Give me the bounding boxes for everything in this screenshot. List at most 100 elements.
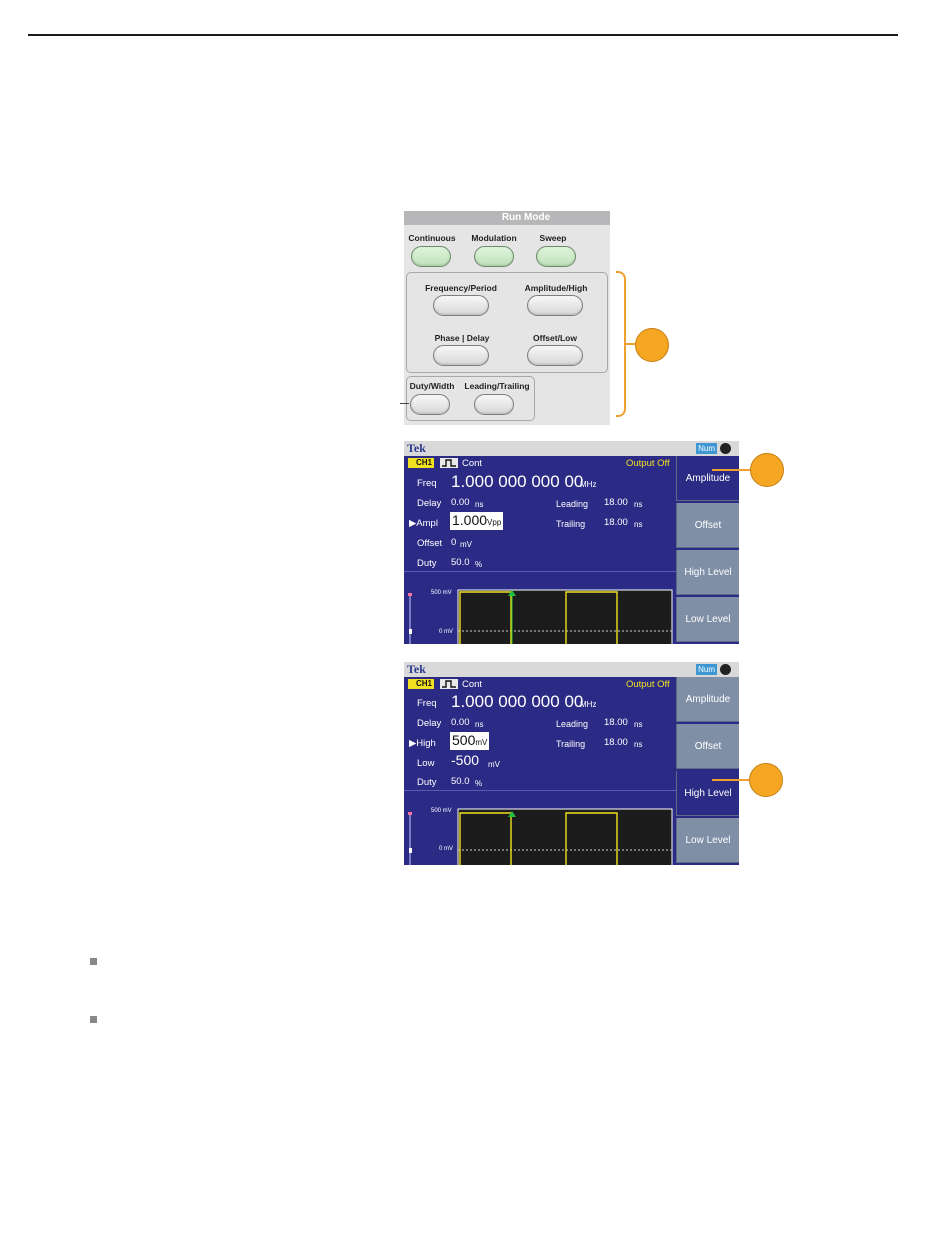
pulse-waveform-icon bbox=[440, 458, 458, 468]
duty-value: 50.0 bbox=[451, 557, 470, 568]
leading-trailing-label: Leading/Trailing bbox=[464, 381, 530, 391]
knob-icon bbox=[720, 443, 731, 454]
y-top-label: 500 mV bbox=[431, 808, 452, 814]
amplitude-high-label: Amplitude/High bbox=[524, 283, 588, 293]
output-status: Output Off bbox=[626, 458, 670, 469]
duty-unit: % bbox=[475, 560, 483, 569]
ampl-label: ▶Ampl bbox=[409, 518, 438, 529]
softkey-low-level[interactable]: Low Level bbox=[676, 818, 739, 863]
modulation-label: Modulation bbox=[471, 233, 517, 243]
freq-value: 1.000 000 000 00 bbox=[451, 472, 584, 491]
knob-icon bbox=[720, 664, 731, 675]
duty-width-label: Duty/Width bbox=[409, 381, 455, 391]
sweep-button[interactable] bbox=[536, 246, 576, 267]
output-status: Output Off bbox=[626, 679, 670, 690]
freq-unit: MHz bbox=[580, 700, 597, 709]
parameter-button-group bbox=[406, 272, 608, 373]
status-bar: Tek Num bbox=[404, 441, 739, 456]
panel-stub-line bbox=[400, 403, 409, 404]
high-input[interactable]: 500mV bbox=[450, 732, 490, 750]
softkey-high-level[interactable]: High Level bbox=[676, 771, 739, 816]
trailing-value: 18.00 bbox=[604, 517, 628, 528]
instrument-screen-amplitude: Tek Num CH1 Cont Output Off Freq 1.000 0… bbox=[404, 441, 739, 644]
low-value: -500 bbox=[451, 752, 480, 768]
freq-unit: MHz bbox=[580, 480, 597, 489]
freq-label: Freq bbox=[417, 478, 437, 489]
bullet-marker-1 bbox=[90, 958, 97, 965]
softkey-low-level[interactable]: Low Level bbox=[676, 597, 739, 642]
low-unit: mV bbox=[488, 760, 500, 769]
duty-label: Duty bbox=[417, 558, 437, 569]
bracket-marker bbox=[616, 271, 626, 417]
delay-label: Delay bbox=[417, 718, 442, 729]
pulse-button-group bbox=[406, 376, 535, 421]
continuous-label: Continuous bbox=[408, 233, 456, 243]
phase-delay-label: Phase | Delay bbox=[434, 333, 490, 343]
duty-width-button[interactable] bbox=[410, 394, 450, 415]
continuous-button[interactable] bbox=[411, 246, 451, 267]
delay-unit: ns bbox=[475, 720, 484, 729]
callout-marker-2 bbox=[750, 453, 784, 487]
divider bbox=[404, 790, 676, 791]
bracket-tick bbox=[626, 343, 636, 345]
offset-unit: mV bbox=[460, 540, 472, 549]
callout-marker-3 bbox=[749, 763, 783, 797]
y-top-label: 500 mV bbox=[431, 590, 452, 596]
channel-badge: CH1 bbox=[408, 458, 435, 468]
leading-trailing-button[interactable] bbox=[474, 394, 514, 415]
frequency-period-button[interactable] bbox=[433, 295, 489, 316]
high-unit: mV bbox=[475, 738, 488, 747]
instrument-screen-high-level: Tek Num CH1 Cont Output Off Freq 1.000 0… bbox=[404, 662, 739, 865]
trailing-unit: ns bbox=[634, 520, 643, 529]
waveform-preview bbox=[408, 589, 673, 644]
callout-leader-2 bbox=[712, 469, 750, 471]
status-bar: Tek Num bbox=[404, 662, 739, 677]
num-badge: Num bbox=[696, 664, 717, 675]
softkey-amplitude[interactable]: Amplitude bbox=[676, 456, 739, 501]
waveform-preview bbox=[408, 808, 673, 865]
trailing-unit: ns bbox=[634, 740, 643, 749]
offset-value: 0 bbox=[451, 537, 457, 548]
divider bbox=[404, 571, 676, 572]
delay-label: Delay bbox=[417, 498, 442, 509]
run-mode-header: Run Mode bbox=[404, 211, 610, 225]
freq-label: Freq bbox=[417, 698, 437, 709]
trailing-value: 18.00 bbox=[604, 737, 628, 748]
pulse-waveform-icon bbox=[440, 679, 458, 689]
delay-value: 0.00 bbox=[451, 717, 470, 728]
duty-unit: % bbox=[475, 779, 483, 788]
offset-low-button[interactable] bbox=[527, 345, 583, 366]
high-value: 500 bbox=[452, 732, 476, 748]
softkey-high-level[interactable]: High Level bbox=[676, 550, 739, 595]
delay-value: 0.00 bbox=[451, 497, 470, 508]
leading-value: 18.00 bbox=[604, 717, 628, 728]
trailing-label: Trailing bbox=[556, 519, 586, 529]
bullet-marker-2 bbox=[90, 1016, 97, 1023]
ampl-unit: Vpp bbox=[487, 518, 502, 527]
frequency-period-label: Frequency/Period bbox=[425, 283, 497, 293]
num-badge: Num bbox=[696, 443, 717, 454]
offset-label: Offset bbox=[417, 538, 443, 549]
duty-value: 50.0 bbox=[451, 776, 470, 787]
channel-badge: CH1 bbox=[408, 679, 435, 689]
ampl-value: 1.000 bbox=[452, 512, 488, 528]
y-zero-label: 0 mV bbox=[439, 629, 454, 635]
header-rule bbox=[28, 34, 898, 36]
trailing-label: Trailing bbox=[556, 739, 586, 749]
duty-label: Duty bbox=[417, 777, 437, 788]
ampl-input[interactable]: 1.000Vpp bbox=[450, 512, 504, 530]
softkey-amplitude[interactable]: Amplitude bbox=[676, 677, 739, 722]
softkey-offset[interactable]: Offset bbox=[676, 724, 739, 769]
leading-label: Leading bbox=[556, 719, 589, 729]
leading-unit: ns bbox=[634, 720, 643, 729]
sweep-label: Sweep bbox=[539, 233, 567, 243]
amplitude-high-button[interactable] bbox=[527, 295, 583, 316]
leading-label: Leading bbox=[556, 499, 589, 509]
low-label: Low bbox=[417, 758, 435, 769]
phase-delay-button[interactable] bbox=[433, 345, 489, 366]
run-mode-value: Cont bbox=[462, 458, 483, 469]
freq-value: 1.000 000 000 00 bbox=[451, 692, 584, 711]
modulation-button[interactable] bbox=[474, 246, 514, 267]
softkey-offset[interactable]: Offset bbox=[676, 503, 739, 548]
high-label: ▶High bbox=[409, 738, 436, 749]
